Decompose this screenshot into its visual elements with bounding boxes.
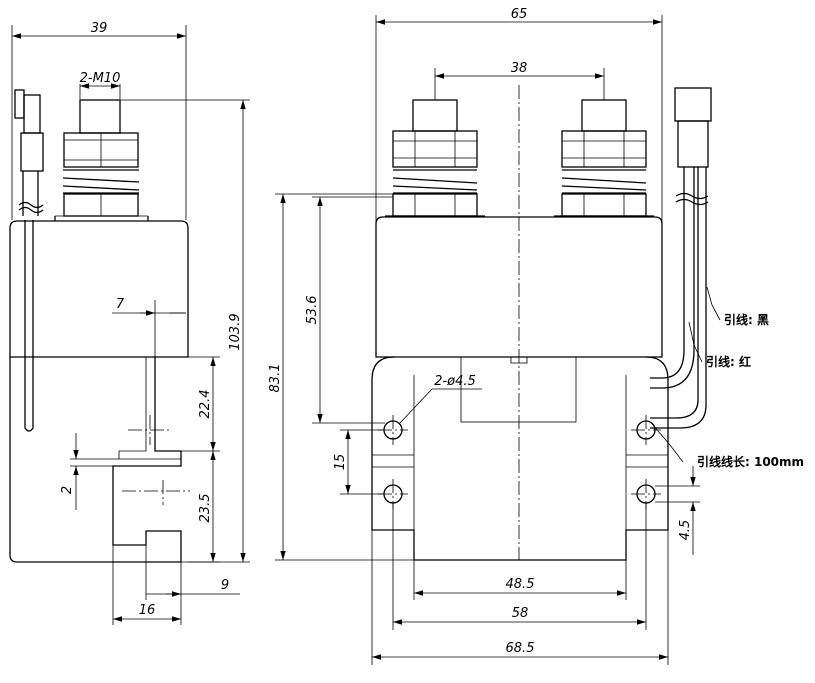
side-view: 39 2-M10 xyxy=(9,21,250,625)
dim-38: 38 xyxy=(511,61,528,76)
dim-width-65: 65 xyxy=(511,7,528,22)
dim-2: 2 xyxy=(60,486,75,494)
dim-7: 7 xyxy=(116,297,125,312)
front-view: 65 38 xyxy=(268,7,804,665)
dim-width-39: 39 xyxy=(91,21,108,36)
dim-thread-m10: 2-M10 xyxy=(80,71,121,86)
dim-103-9: 103.9 xyxy=(228,313,243,350)
dim-68-5: 68.5 xyxy=(506,641,535,656)
label-lead-red: 引线: 红 xyxy=(706,354,751,369)
dim-83-1: 83.1 xyxy=(268,364,283,393)
dim-58: 58 xyxy=(512,606,529,621)
dim-22-4: 22.4 xyxy=(198,390,213,419)
dim-48-5: 48.5 xyxy=(506,577,535,592)
mounting-bracket xyxy=(371,356,669,561)
dim-16: 16 xyxy=(139,603,156,618)
label-lead-length: 引线线长: 100mm xyxy=(697,454,804,469)
lead-connector xyxy=(650,87,712,429)
label-lead-black: 引线: 黑 xyxy=(724,312,769,327)
relay-upper-body xyxy=(375,216,663,358)
terminal-left xyxy=(385,99,485,217)
terminal-right xyxy=(554,99,654,217)
dim-4-5: 4.5 xyxy=(678,520,693,541)
dim-53-6: 53.6 xyxy=(305,296,320,325)
dim-23-5: 23.5 xyxy=(198,494,213,523)
dim-15: 15 xyxy=(333,454,348,471)
dim-hole-2x4-5: 2-ø4.5 xyxy=(434,374,476,389)
dim-9: 9 xyxy=(221,578,229,593)
